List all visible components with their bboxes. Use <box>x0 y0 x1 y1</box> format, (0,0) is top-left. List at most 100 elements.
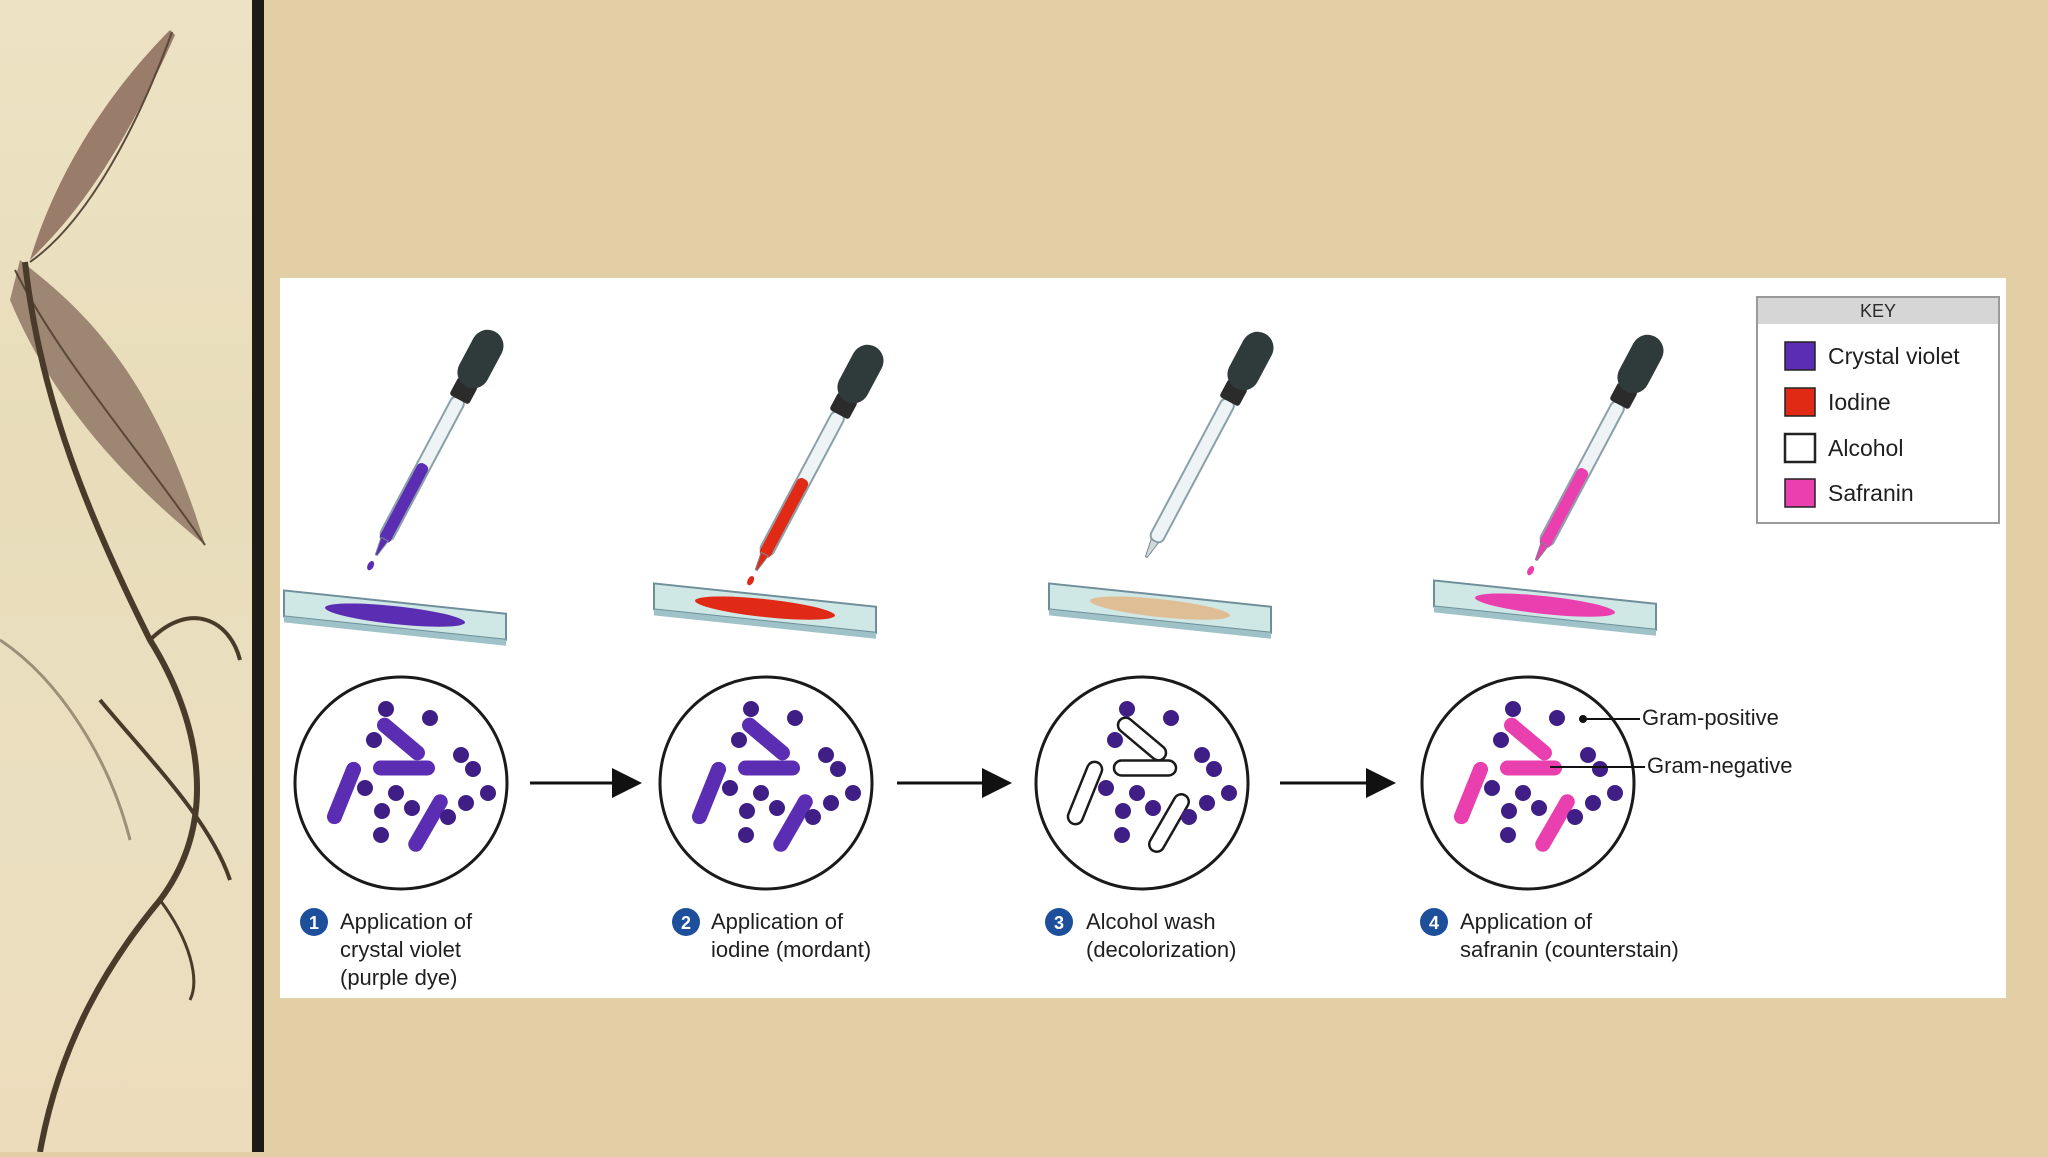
coccus-bacterium <box>465 761 481 777</box>
coccus-bacterium <box>818 747 834 763</box>
rod-bacterium <box>408 794 448 852</box>
key-label-safranin: Safranin <box>1828 480 1914 506</box>
gram-positive-pointer-dot <box>1579 715 1587 723</box>
key-title: KEY <box>1860 301 1896 321</box>
coccus-bacterium <box>366 732 382 748</box>
step-1-line-3: (purple dye) <box>340 965 457 990</box>
coccus-bacterium <box>1505 701 1521 717</box>
coccus-bacterium <box>388 785 404 801</box>
coccus-bacterium <box>1531 800 1547 816</box>
step-2-badge <box>672 908 700 936</box>
coccus-bacterium <box>1206 761 1222 777</box>
step-3-caption: 3 Alcohol wash (decolorization) <box>1045 908 1236 962</box>
microscope-field-3 <box>1034 675 1250 891</box>
coccus-bacterium <box>1129 785 1145 801</box>
dropper-1 <box>367 329 504 571</box>
coccus-bacterium <box>1114 827 1130 843</box>
step-4-line-2: safranin (counterstain) <box>1460 937 1679 962</box>
key-label-alcohol: Alcohol <box>1828 435 1903 461</box>
key-label-crystal-violet: Crystal violet <box>1828 343 1960 369</box>
coccus-bacterium <box>458 795 474 811</box>
rod-bacterium <box>1535 794 1575 852</box>
leaf-branch-illustration <box>0 30 242 1153</box>
step-2-number: 2 <box>681 913 691 933</box>
coccus-bacterium <box>1501 803 1517 819</box>
step-2-caption: 2 Application of iodine (mordant) <box>672 908 871 962</box>
rod-bacterium <box>326 761 362 825</box>
rod-bacterium <box>1148 793 1190 853</box>
coccus-bacterium <box>440 809 456 825</box>
step-4-caption: 4 Application of safranin (counterstain) <box>1420 908 1679 962</box>
step-4-number: 4 <box>1429 913 1439 933</box>
coccus-bacterium <box>1493 732 1509 748</box>
step-3-line-2: (decolorization) <box>1086 937 1236 962</box>
rod-bacterium <box>377 717 425 761</box>
step-2-line-2: iodine (mordant) <box>711 937 871 962</box>
step-1-number: 1 <box>309 913 319 933</box>
key-swatch-alcohol <box>1783 432 1817 464</box>
coccus-bacterium <box>1115 803 1131 819</box>
step-2-line-1: Application of <box>711 909 844 934</box>
rod-bacterium <box>742 717 790 761</box>
gram-positive-label: Gram-positive <box>1642 705 1779 730</box>
microscope-field-1 <box>293 675 509 891</box>
coccus-bacterium <box>1580 747 1596 763</box>
coccus-bacterium <box>1585 795 1601 811</box>
gram-negative-label: Gram-negative <box>1647 753 1793 778</box>
step-1-caption: 1 Application of crystal violet (purple … <box>300 908 473 990</box>
coccus-bacterium <box>738 827 754 843</box>
dropper-3 <box>1144 331 1274 559</box>
diagram-canvas: Gram-positive Gram-negative 1 Applicatio… <box>283 296 2000 990</box>
glass-slide-3 <box>1048 582 1272 639</box>
coccus-bacterium <box>1221 785 1237 801</box>
microscope-field-2 <box>658 675 874 891</box>
coccus-bacterium <box>722 780 738 796</box>
key-label-iodine: Iodine <box>1828 389 1891 415</box>
coccus-bacterium <box>1098 780 1114 796</box>
coccus-bacterium <box>374 803 390 819</box>
coccus-bacterium <box>373 827 389 843</box>
step-1-line-1: Application of <box>340 909 473 934</box>
coccus-bacterium <box>1119 701 1135 717</box>
step-1-badge <box>300 908 328 936</box>
gram-stain-diagram: Gram-positive Gram-negative 1 Applicatio… <box>280 278 2006 998</box>
step-3-line-1: Alcohol wash <box>1086 909 1216 934</box>
rod-bacterium <box>373 760 435 776</box>
coccus-bacterium <box>1500 827 1516 843</box>
coccus-bacterium <box>1549 710 1565 726</box>
coccus-bacterium <box>404 800 420 816</box>
rod-bacterium <box>1112 759 1178 777</box>
coccus-bacterium <box>787 710 803 726</box>
vertical-divider-bar <box>252 0 264 1152</box>
glass-slide-1 <box>283 589 507 646</box>
glass-slide-4 <box>1433 579 1657 636</box>
coccus-bacterium <box>823 795 839 811</box>
coccus-bacterium <box>1194 747 1210 763</box>
rod-bacterium <box>691 761 727 825</box>
rod-bacterium <box>1504 717 1552 761</box>
coccus-bacterium <box>422 710 438 726</box>
key-header <box>1758 298 1998 324</box>
rod-bacterium <box>1116 716 1168 762</box>
coccus-bacterium <box>480 785 496 801</box>
coccus-bacterium <box>753 785 769 801</box>
coccus-bacterium <box>1567 809 1583 825</box>
coccus-bacterium <box>1515 785 1531 801</box>
rod-bacterium <box>1500 760 1562 776</box>
coccus-bacterium <box>769 800 785 816</box>
coccus-bacterium <box>357 780 373 796</box>
glass-slide-2 <box>653 582 877 639</box>
coccus-bacterium <box>845 785 861 801</box>
decorative-leaf-panel <box>0 0 252 1153</box>
coccus-bacterium <box>1484 780 1500 796</box>
coccus-bacterium <box>731 732 747 748</box>
coccus-bacterium <box>805 809 821 825</box>
coccus-bacterium <box>453 747 469 763</box>
dropper-2 <box>747 344 884 586</box>
coccus-bacterium <box>1163 710 1179 726</box>
key-swatch-crystal-violet <box>1784 341 1816 371</box>
coccus-bacterium <box>739 803 755 819</box>
coccus-bacterium <box>1181 809 1197 825</box>
dropper-4 <box>1527 334 1664 576</box>
step-3-number: 3 <box>1054 913 1064 933</box>
